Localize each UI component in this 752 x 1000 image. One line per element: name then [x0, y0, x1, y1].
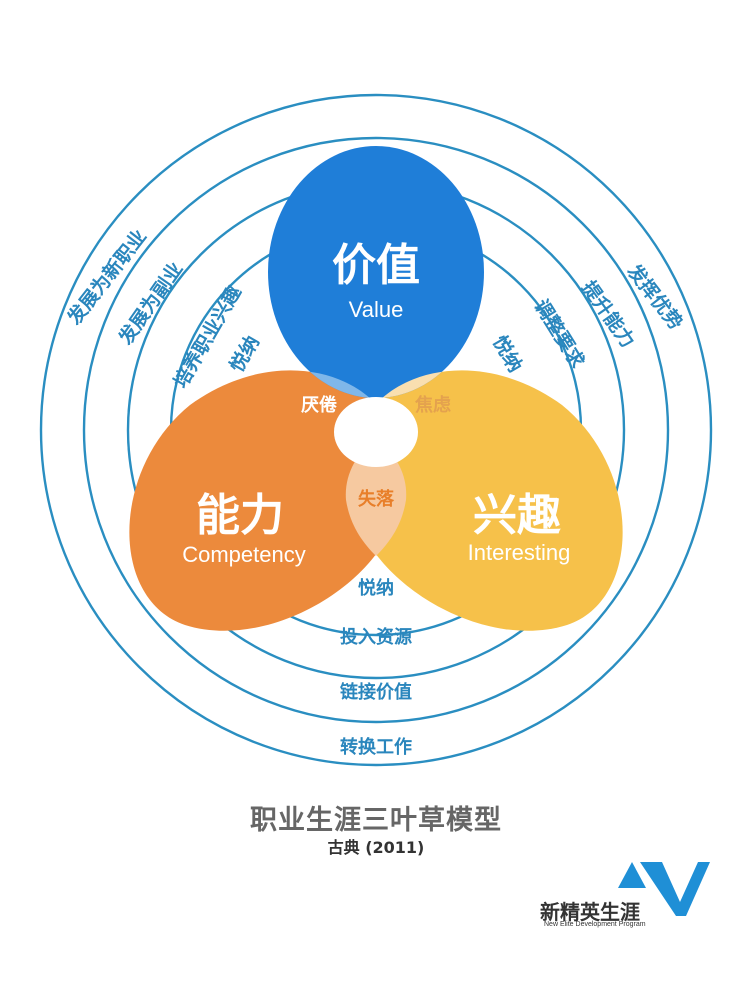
right-label-1: 悦纳 [488, 332, 527, 376]
right-label-4: 发挥优势 [622, 259, 688, 334]
value-title: 价值 [332, 240, 420, 291]
brand-name: 新精英生涯 [540, 900, 640, 924]
center-overlap [334, 397, 418, 467]
competency-subtitle: Competency [182, 542, 306, 567]
model-title: 职业生涯三叶草模型 [250, 805, 502, 836]
av-logo-icon [618, 862, 710, 916]
ring-3 [82, 136, 670, 724]
value-petal [268, 146, 484, 398]
competency-interesting-label: 失落 [358, 488, 395, 510]
bottom-label-2: 投入资源 [340, 626, 412, 648]
interesting-petal [356, 370, 623, 631]
bottom-label-4: 转换工作 [340, 736, 412, 758]
left-label-1: 悦纳 [225, 332, 264, 376]
interesting-subtitle: Interesting [468, 540, 571, 565]
ring-4 [39, 93, 713, 767]
competency-petal [129, 370, 397, 631]
bottom-label-1: 悦纳 [358, 577, 394, 599]
brand-tagline: New Elite Development Program [544, 921, 646, 928]
left-label-2: 培养职业兴趣 [169, 281, 246, 392]
brand-logo: 新精英生涯 New Elite Development Program [540, 858, 710, 930]
competency-interesting-overlap [345, 435, 407, 556]
value-interesting-label: 焦虑 [414, 394, 451, 416]
competency-title: 能力 [196, 490, 284, 541]
right-label-2: 调整要求 [530, 295, 590, 372]
value-subtitle: Value [349, 297, 404, 322]
bottom-label-3: 链接价值 [340, 681, 412, 703]
interesting-title: 兴趣 [473, 490, 561, 541]
model-author: 古典 (2011) [327, 838, 425, 857]
value-competency-label: 厌倦 [301, 394, 337, 416]
